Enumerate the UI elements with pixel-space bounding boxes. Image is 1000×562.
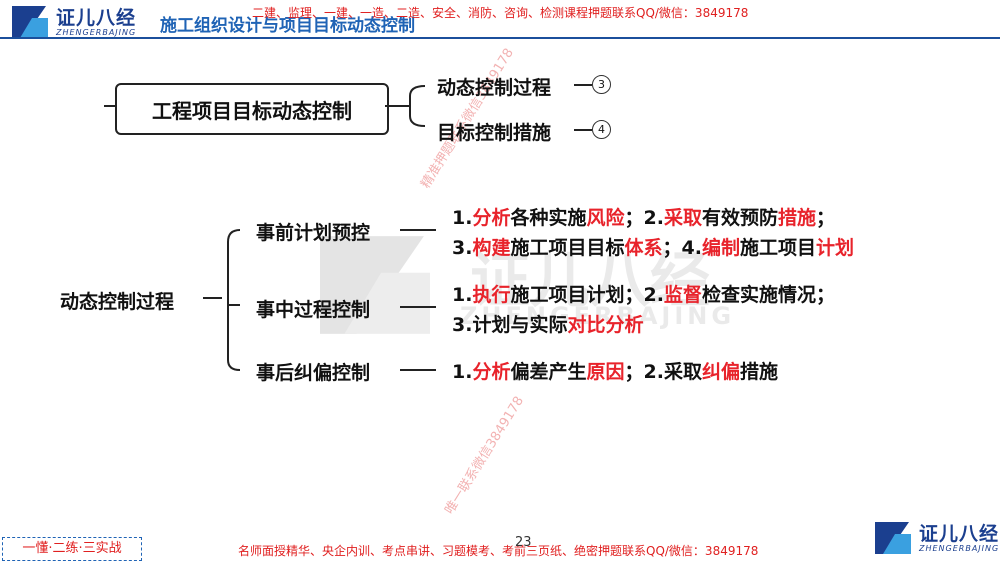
stage-label: 事前计划预控 — [256, 222, 371, 244]
slogan-box: 一懂·二练·三实战 — [2, 537, 142, 561]
keyword-highlight: 纠偏 — [701, 361, 740, 383]
detail-text: 施工项目计划；2. — [510, 284, 664, 306]
logo-name: 证儿八经 — [919, 522, 1000, 545]
logo-subtitle: ZHENGERBAJING — [56, 27, 137, 37]
watermark-cn: 证儿八经 — [470, 246, 710, 316]
detail-line: 1.执行施工项目计划；2.监督检查实施情况； — [452, 280, 835, 307]
detail-line: 3.计划与实际对比分析 — [452, 310, 643, 337]
detail-text: 1. — [452, 361, 473, 383]
logo-subtitle: ZHENGERBAJING — [919, 543, 1000, 553]
root-node-box: 工程项目目标动态控制 — [115, 83, 389, 135]
detail-text: 1. — [452, 284, 473, 306]
detail-text: 施工项目 — [739, 237, 816, 259]
footer-logo: 证儿八经 ZHENGERBAJING — [873, 520, 999, 556]
stage-label: 事中过程控制 — [256, 299, 371, 321]
keyword-highlight: 计划 — [815, 237, 854, 259]
detail-text: ； — [816, 207, 836, 229]
keyword-highlight: 分析 — [472, 361, 511, 383]
keyword-highlight: 体系 — [624, 237, 663, 259]
branch-number-badge: 4 — [592, 120, 611, 139]
logo-mark-icon — [873, 520, 913, 556]
detail-line: 1.分析偏差产生原因；2.采取纠偏措施 — [452, 357, 778, 384]
keyword-highlight: 对比分析 — [567, 314, 644, 336]
logo-name: 证儿八经 — [56, 6, 137, 29]
detail-line: 1.分析各种实施风险；2.采取有效预防措施； — [452, 203, 835, 230]
watermark-logo-icon — [300, 230, 450, 364]
detail-text: 偏差产生 — [510, 361, 587, 383]
detail-text: 措施 — [739, 361, 778, 383]
brand-logo: 证儿八经 ZHENGERBAJING — [10, 4, 136, 40]
detail-text: ；4. — [662, 237, 702, 259]
keyword-highlight: 分析 — [472, 207, 511, 229]
main-root-label: 动态控制过程 — [60, 291, 175, 313]
page-number: 23 — [515, 535, 532, 550]
keyword-highlight: 原因 — [586, 361, 625, 383]
detail-text: 检查实施情况； — [701, 284, 835, 306]
header-ad: 二建、监理、一建、一造、二造、安全、消防、咨询、检测课程押题联系QQ/微信：38… — [252, 6, 749, 20]
detail-text: ；2. — [624, 207, 664, 229]
detail-text: 1. — [452, 207, 473, 229]
detail-text: 施工项目目标 — [510, 237, 625, 259]
logo-mark-icon — [10, 4, 50, 40]
detail-text: ；2.采取 — [624, 361, 702, 383]
footer-ad: 名师面授精华、央企内训、考点串讲、习题模考、考前三页纸、绝密押题联系QQ/微信：… — [238, 544, 759, 558]
detail-text: 有效预防 — [701, 207, 778, 229]
watermark-en: ZHENGERBAJING — [460, 302, 736, 330]
keyword-highlight: 执行 — [472, 284, 511, 306]
keyword-highlight: 采取 — [663, 207, 702, 229]
root-node-label: 工程项目目标动态控制 — [152, 98, 352, 123]
stage-label: 事后纠偏控制 — [256, 362, 371, 384]
detail-text: 3.计划与实际 — [452, 314, 568, 336]
page-title: 施工组织设计与项目目标动态控制 — [160, 16, 415, 36]
detail-text: 各种实施 — [510, 207, 587, 229]
detail-text: 3. — [452, 237, 473, 259]
branch-number-badge: 3 — [592, 75, 611, 94]
keyword-highlight: 措施 — [777, 207, 816, 229]
keyword-highlight: 构建 — [472, 237, 511, 259]
keyword-highlight: 风险 — [586, 207, 625, 229]
header-divider — [0, 37, 1000, 39]
detail-line: 3.构建施工项目目标体系；4.编制施工项目计划 — [452, 233, 854, 260]
keyword-highlight: 编制 — [701, 237, 740, 259]
keyword-highlight: 监督 — [663, 284, 702, 306]
branch-label: 动态控制过程 — [437, 77, 552, 99]
branch-label: 目标控制措施 — [437, 122, 552, 144]
